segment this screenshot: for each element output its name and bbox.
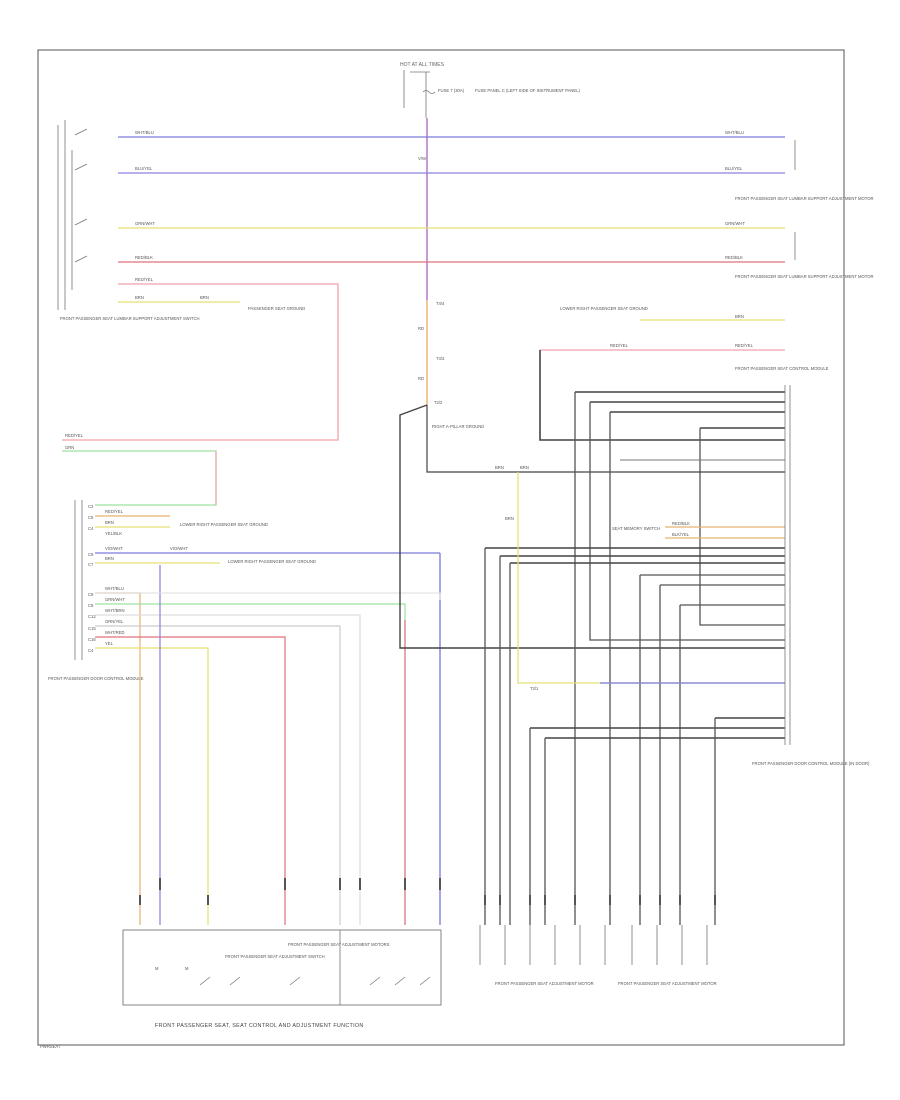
svg-text:C15: C15 (88, 626, 96, 631)
svg-text:RED/YEL: RED/YEL (610, 343, 629, 348)
svg-text:RD: RD (418, 326, 424, 331)
svg-text:RED/YEL: RED/YEL (735, 343, 754, 348)
svg-text:RED/YEL: RED/YEL (105, 509, 124, 514)
svg-text:VIO/WHT: VIO/WHT (170, 546, 188, 551)
wl-6: RED/YEL (65, 433, 84, 438)
seat-adjust-motors-label: FRONT PASSENGER SEAT ADJUSTMENT MOTORS (288, 942, 390, 947)
diagram-title: FRONT PASSENGER SEAT, SEAT CONTROL AND A… (155, 1023, 364, 1029)
svg-text:WHT/BLU: WHT/BLU (105, 586, 124, 591)
svg-text:BRN: BRN (135, 295, 144, 300)
motor-module-2: FRONT PASSENGER SEAT ADJUSTMENT MOTOR (618, 925, 717, 986)
svg-text:BRN: BRN (105, 556, 114, 561)
svg-text:WHT/RED: WHT/RED (105, 630, 125, 635)
svg-text:BRN: BRN (200, 295, 209, 300)
wire-green-left (62, 450, 217, 506)
svg-text:C12: C12 (88, 614, 96, 619)
door-module-text-label: FRONT PASSENGER DOOR CONTROL MODULE (IN … (752, 761, 870, 766)
seat-adjust-switch-label: FRONT PASSENGER SEAT ADJUSTMENT SWITCH (225, 954, 325, 959)
top-supply-label: HOT AT ALL TIMES (400, 62, 445, 68)
wl-3: GRN/WHT (135, 221, 155, 226)
wl-4: RED/BLK (135, 255, 153, 260)
svg-text:C16: C16 (88, 637, 96, 642)
ground-b-label: LOWER RIGHT PASSENGER SEAT GROUND (180, 522, 268, 527)
svg-text:WHT/BLU: WHT/BLU (725, 130, 744, 135)
svg-text:V/W: V/W (418, 156, 426, 161)
svg-text:C8: C8 (88, 603, 94, 608)
motor-module-1-label: FRONT PASSENGER SEAT ADJUSTMENT MOTOR (495, 981, 594, 986)
svg-text:RD: RD (418, 376, 424, 381)
svg-text:RED/BLK: RED/BLK (672, 521, 690, 526)
svg-text:C4: C4 (88, 648, 94, 653)
ground-d-label: RIGHT A-PILLAR GROUND (432, 424, 484, 429)
splice-s2: T4/3 (436, 356, 445, 361)
splice-s1: T4/4 (436, 301, 445, 306)
seat-control-module-label: FRONT PASSENGER SEAT CONTROL MODULE (735, 366, 829, 371)
svg-text:C7: C7 (88, 562, 94, 567)
svg-text:BRN: BRN (520, 465, 529, 470)
svg-text:C8: C8 (88, 552, 94, 557)
svg-text:BLU/YEL: BLU/YEL (725, 166, 743, 171)
bottom-seat-module: M M FRONT PASSENGER SEAT ADJUSTMENT SWIT… (122, 929, 442, 1006)
wl-5: RED/YEL (135, 277, 154, 282)
svg-text:BRN: BRN (505, 516, 514, 521)
door-control-label: FRONT PASSENGER DOOR CONTROL MODULE (48, 676, 144, 681)
svg-text:WHT/BRN: WHT/BRN (105, 608, 125, 613)
wl-1: WHT/BLU (135, 130, 154, 135)
splice-s3: T2/2 (434, 400, 443, 405)
lumbar-motor-2-label: FRONT PASSENGER SEAT LUMBAR SUPPORT ADJU… (735, 274, 874, 279)
svg-text:RED/BLK: RED/BLK (725, 255, 743, 260)
splice-s4: T2/1 (530, 686, 539, 691)
svg-text:YEL/BLK: YEL/BLK (105, 531, 122, 536)
footer-id: PWRSEAT (40, 1044, 61, 1049)
svg-text:C4: C4 (88, 526, 94, 531)
fuse-label: FUSE 7 (30A) (438, 88, 465, 93)
wire-pink-left (62, 283, 339, 441)
lumbar-switch-label: FRONT PASSENGER SEAT LUMBAR SUPPORT ADJU… (60, 316, 200, 321)
wl-7: GRN (65, 445, 74, 450)
top-supply: HOT AT ALL TIMES FUSE 7 (30A) FUSE PANEL… (400, 62, 581, 118)
ground-c-label: LOWER RIGHT PASSENGER SEAT GROUND (228, 559, 316, 564)
svg-text:GRN/WHT: GRN/WHT (725, 221, 745, 226)
svg-text:C5: C5 (88, 515, 94, 520)
lower-right-ground-label: LOWER RIGHT PASSENGER SEAT GROUND (560, 306, 648, 311)
wl-2: BLU/YEL (135, 166, 153, 171)
svg-text:BRN: BRN (495, 465, 504, 470)
svg-text:BRN: BRN (735, 314, 744, 319)
door-control-module: FRONT PASSENGER DOOR CONTROL MODULE C3 C… (48, 500, 144, 681)
svg-text:GRN/YEL: GRN/YEL (105, 619, 124, 624)
diagram-frame (37, 49, 845, 1046)
lumbar-switch-block: FRONT PASSENGER SEAT LUMBAR SUPPORT ADJU… (57, 120, 200, 321)
svg-text:VIO/WHT: VIO/WHT (105, 546, 123, 551)
memory-switch-label: SEAT MEMORY SWITCH (612, 526, 660, 531)
svg-text:M: M (155, 966, 159, 971)
svg-text:BRN: BRN (105, 520, 114, 525)
svg-text:M: M (185, 966, 189, 971)
ground-a-label: PASSENGER SEAT GROUND (248, 306, 305, 311)
svg-text:C9: C9 (88, 592, 94, 597)
svg-text:C3: C3 (88, 504, 94, 509)
svg-text:BLK/YEL: BLK/YEL (672, 532, 690, 537)
bottom-connectors (139, 878, 716, 905)
svg-text:GRN/WHT: GRN/WHT (105, 597, 125, 602)
motor-module-1: FRONT PASSENGER SEAT ADJUSTMENT MOTOR (479, 925, 606, 986)
svg-text:YEL: YEL (105, 641, 114, 646)
motor-module-2-label: FRONT PASSENGER SEAT ADJUSTMENT MOTOR (618, 981, 717, 986)
fuse-desc: FUSE PANEL C (LEFT SIDE OF INSTRUMENT PA… (475, 88, 581, 93)
wire-gray-trunk (399, 404, 785, 649)
lumbar-motor-1-label: FRONT PASSENGER SEAT LUMBAR SUPPORT ADJU… (735, 196, 874, 201)
